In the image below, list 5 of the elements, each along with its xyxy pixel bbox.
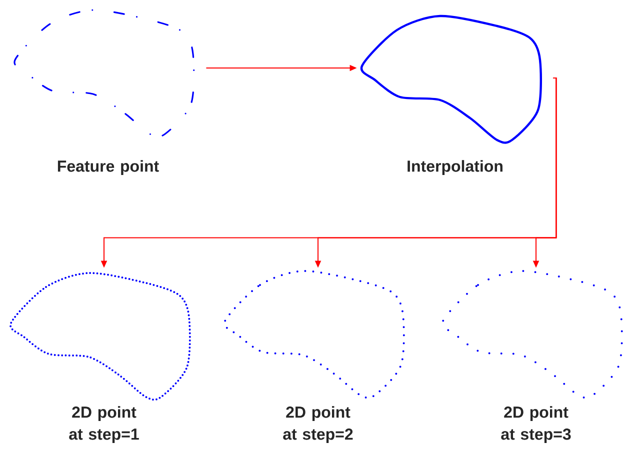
node-label: 2D point at step=1	[69, 406, 139, 443]
node-label: Feature point	[58, 160, 159, 175]
node-label: 2D point at step=2	[283, 406, 353, 443]
node-label: Interpolation	[408, 160, 502, 175]
node-label: 2D point at step=3	[501, 406, 571, 443]
